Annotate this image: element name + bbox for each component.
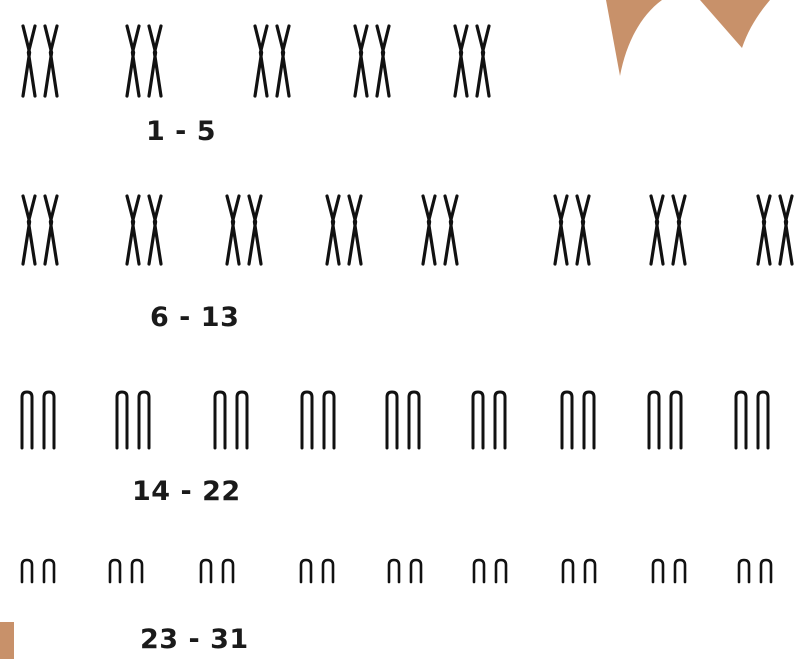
chromosome (585, 560, 595, 582)
chromosome (758, 196, 770, 264)
chromosome (127, 26, 139, 96)
chromosome-pair (117, 392, 149, 448)
chromosome-pair (302, 392, 334, 448)
chromosome-pair (473, 392, 505, 448)
chromosome-pair (227, 196, 261, 264)
chromosome (563, 560, 573, 582)
chromosome (473, 392, 483, 448)
chromosome (411, 560, 421, 582)
chromosome (577, 196, 589, 264)
chromosome (477, 26, 489, 96)
chromosome (495, 392, 505, 448)
chromosome (349, 196, 361, 264)
chromosome-pair (739, 560, 771, 582)
chromosome (23, 196, 35, 264)
chromosome (149, 196, 161, 264)
chromosome (324, 392, 334, 448)
chromosome-pair (327, 196, 361, 264)
row-label-6-13: 6 - 13 (150, 302, 239, 333)
chromosome-pair (555, 196, 589, 264)
chromosome (323, 560, 333, 582)
chromosome (649, 392, 659, 448)
chromosome (653, 560, 663, 582)
chromosome (474, 560, 484, 582)
chromosome (22, 392, 32, 448)
chromosome (139, 392, 149, 448)
chromosome (127, 196, 139, 264)
chromosome (255, 26, 267, 96)
chromosome (736, 392, 746, 448)
chromosome-pair (23, 26, 57, 96)
chromosome (110, 560, 120, 582)
chromosome-pair (301, 560, 333, 582)
chromosome-pair (563, 560, 595, 582)
chromosome-pair (23, 196, 57, 264)
chromosome (22, 560, 32, 582)
chromosome (761, 560, 771, 582)
chromosome-pair (387, 392, 419, 448)
row-label-14-22: 14 - 22 (132, 476, 241, 507)
chromosome-pair (389, 560, 421, 582)
chromosome (496, 560, 506, 582)
chromosome (673, 196, 685, 264)
chromosome-pair (22, 560, 54, 582)
chromosome-pair (651, 196, 685, 264)
chromosome (409, 392, 419, 448)
chromosome-pair (127, 26, 161, 96)
chromosome (327, 196, 339, 264)
chromosome (355, 26, 367, 96)
chromosome-pair (649, 392, 681, 448)
chromosome (227, 196, 239, 264)
chromosome (117, 392, 127, 448)
chromosome-pair (22, 392, 54, 448)
chromosome (149, 26, 161, 96)
chromosome-pair (110, 560, 142, 582)
chromosome (758, 392, 768, 448)
chromosome (201, 560, 211, 582)
chromosome (215, 392, 225, 448)
chromosome (23, 26, 35, 96)
chromosome (44, 560, 54, 582)
row-label-1-5: 1 - 5 (146, 116, 216, 147)
chromosome (45, 26, 57, 96)
row-label-23-31: 23 - 31 (140, 624, 249, 655)
chromosome-pair (562, 392, 594, 448)
chromosome (377, 26, 389, 96)
chromosome (44, 392, 54, 448)
chromosome-pair (127, 196, 161, 264)
chromosome (389, 560, 399, 582)
chromosome-pair (474, 560, 506, 582)
chromosome (277, 26, 289, 96)
chromosome (423, 196, 435, 264)
chromosome-pair (215, 392, 247, 448)
chromosome-pair (423, 196, 457, 264)
chromosome-pair (736, 392, 768, 448)
chromosome-pair (255, 26, 289, 96)
chromosome (562, 392, 572, 448)
chromosome (671, 392, 681, 448)
chromosome (249, 196, 261, 264)
chromosome (387, 392, 397, 448)
chromosome (45, 196, 57, 264)
chromosome (237, 392, 247, 448)
chromosome (739, 560, 749, 582)
chromosome (675, 560, 685, 582)
chromosome-pair (201, 560, 233, 582)
chromosome-pair (355, 26, 389, 96)
chromosome (302, 392, 312, 448)
chromosome (555, 196, 567, 264)
chromosome (132, 560, 142, 582)
chromosome-pair (653, 560, 685, 582)
chromosome-pair (455, 26, 489, 96)
chromosome (223, 560, 233, 582)
chromosome-pair (758, 196, 792, 264)
chromosome (455, 26, 467, 96)
chromosome (445, 196, 457, 264)
chromosome (301, 560, 311, 582)
chromosome (780, 196, 792, 264)
chromosome (651, 196, 663, 264)
chromosome (584, 392, 594, 448)
